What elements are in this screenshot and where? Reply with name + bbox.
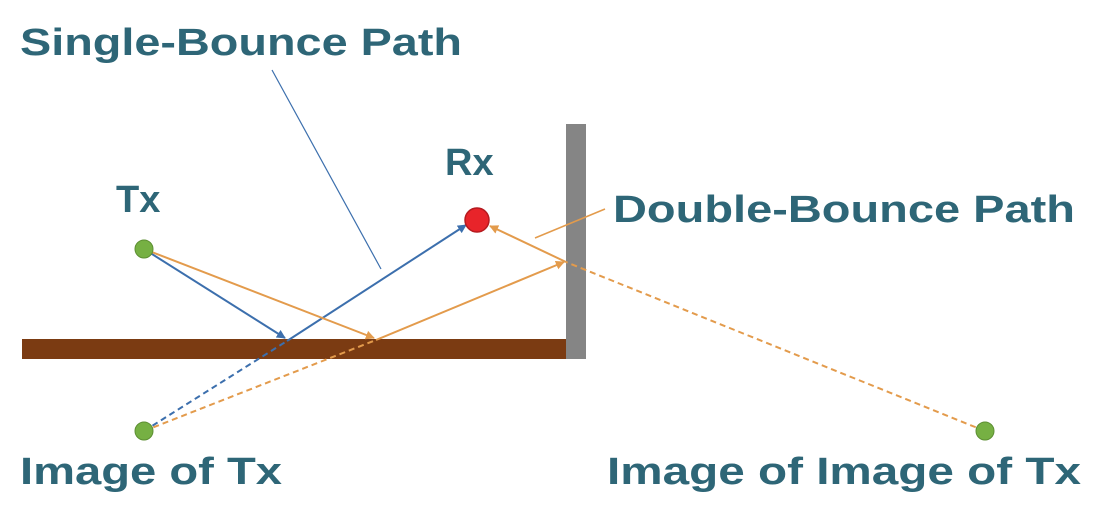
double-bounce-incident-ray [143, 248, 375, 340]
image-of-tx-node [134, 421, 154, 441]
double-bounce-image-dashed-ray [143, 339, 377, 432]
image-of-image-of-tx-node [975, 421, 995, 441]
single-bounce-image-dashed-ray [143, 340, 288, 432]
rx-node [464, 207, 490, 233]
single-bounce-incident-ray [143, 248, 286, 339]
double-bounce-image-image-dashed-ray [565, 261, 986, 432]
double-bounce-wall-to-rx-ray [489, 225, 567, 263]
double-bounce-floor-to-wall-ray [375, 260, 565, 341]
image-of-tx-label: Image of Tx [20, 451, 282, 493]
tx-label: Tx [116, 179, 160, 221]
reflecting-wall [566, 124, 586, 357]
rx-label: Rx [445, 142, 494, 184]
single-bounce-leader-line [271, 69, 382, 270]
single-bounce-reflected-ray [286, 224, 467, 342]
image-of-image-of-tx-label: Image of Image of Tx [607, 451, 1081, 493]
double-bounce-leader-line [534, 208, 606, 239]
tx-node [134, 239, 154, 259]
ground-floor [22, 339, 582, 359]
wall-corner [566, 339, 586, 359]
double-bounce-path-label: Double-Bounce Path [613, 189, 1075, 231]
single-bounce-path-label: Single-Bounce Path [20, 22, 462, 64]
